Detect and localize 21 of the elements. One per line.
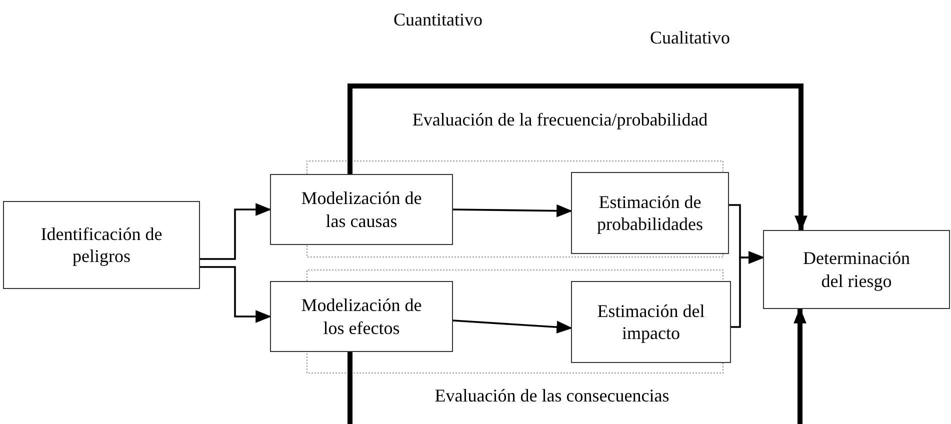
- arrow: [452, 204, 573, 218]
- arrow: [731, 251, 765, 328]
- box-text: Modelización de los efectos: [300, 294, 423, 339]
- arrow: [348, 307, 806, 424]
- box-text: Modelización de las causas: [300, 187, 423, 232]
- box-text: Estimación de probabilidades: [596, 190, 704, 236]
- process-box: [270, 281, 453, 352]
- arrow: [200, 266, 272, 323]
- arrow: [452, 320, 573, 334]
- column-heading: Cualitativo: [650, 26, 730, 50]
- process-box: [571, 172, 729, 254]
- arrow: [348, 84, 808, 232]
- arrow: [200, 203, 272, 260]
- column-heading: Cuantitativo: [394, 8, 482, 32]
- box-text: Estimación del impacto: [596, 300, 706, 344]
- box-text: Identificación de peligros: [40, 222, 164, 268]
- box-text: Determinación del riesgo: [802, 247, 911, 292]
- process-box: [571, 281, 731, 363]
- process-box: [270, 174, 453, 245]
- process-box: [3, 201, 200, 289]
- process-box: [763, 230, 950, 309]
